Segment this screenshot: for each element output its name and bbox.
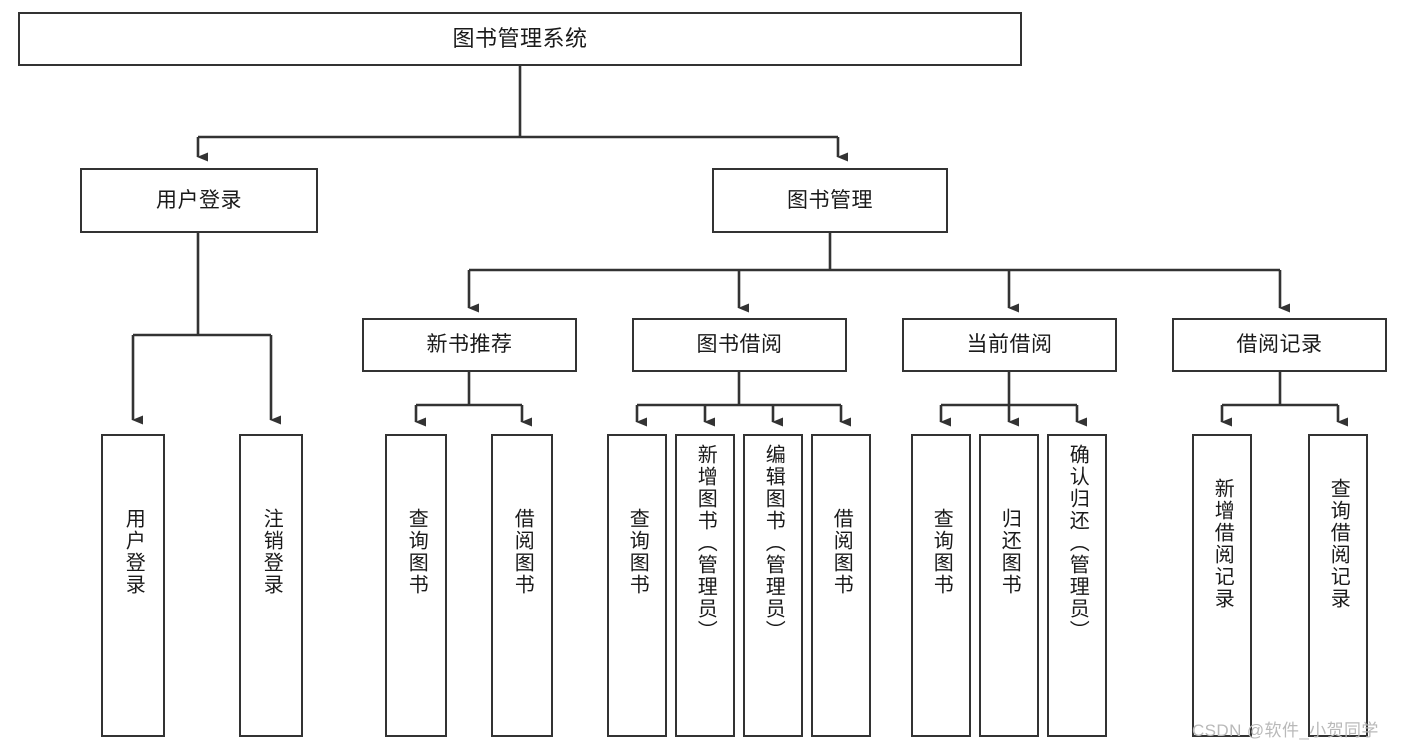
node-label: 借阅记录 <box>1236 333 1323 357</box>
node-book-borrow[interactable]: 图书借阅 <box>632 318 847 372</box>
leaf-label: 查询图书 <box>626 508 649 596</box>
node-label: 用户登录 <box>156 188 242 212</box>
leaf-query-book-newbook[interactable]: 查询图书 <box>385 434 447 737</box>
leaf-label: 确认归还（管理员） <box>1066 444 1089 642</box>
leaf-borrow-book-newbook[interactable]: 借阅图书 <box>491 434 553 737</box>
node-root-library-system[interactable]: 图书管理系统 <box>18 12 1022 66</box>
leaf-borrow-book[interactable]: 借阅图书 <box>811 434 871 737</box>
leaf-label: 查询图书 <box>405 508 428 596</box>
node-borrow-record[interactable]: 借阅记录 <box>1172 318 1387 372</box>
leaf-label: 用户登录 <box>122 508 145 596</box>
leaf-label: 新增借阅记录 <box>1211 478 1234 610</box>
leaf-logout[interactable]: 注销登录 <box>239 434 303 737</box>
leaf-label: 注销登录 <box>260 508 283 596</box>
node-label: 当前借阅 <box>966 333 1053 357</box>
leaf-label: 查询图书 <box>930 508 953 596</box>
leaf-label: 归还图书 <box>998 508 1021 596</box>
node-current-borrow[interactable]: 当前借阅 <box>902 318 1117 372</box>
leaf-query-borrow-record[interactable]: 查询借阅记录 <box>1308 434 1368 737</box>
node-label: 图书管理系统 <box>452 25 588 51</box>
csdn-watermark: CSDN @软件_小贺同学 <box>1192 721 1379 740</box>
leaf-label: 借阅图书 <box>511 508 534 596</box>
node-label: 新书推荐 <box>426 333 513 357</box>
leaf-confirm-return-admin[interactable]: 确认归还（管理员） <box>1047 434 1107 737</box>
node-user-login[interactable]: 用户登录 <box>80 168 318 233</box>
node-new-book-recommend[interactable]: 新书推荐 <box>362 318 577 372</box>
leaf-label: 新增图书（管理员） <box>694 444 717 642</box>
leaf-query-book-borrow[interactable]: 查询图书 <box>607 434 667 737</box>
leaf-return-book[interactable]: 归还图书 <box>979 434 1039 737</box>
leaf-label: 编辑图书（管理员） <box>762 444 785 642</box>
leaf-add-book-admin[interactable]: 新增图书（管理员） <box>675 434 735 737</box>
node-label: 图书管理 <box>787 188 873 212</box>
node-label: 图书借阅 <box>696 333 783 357</box>
leaf-label: 借阅图书 <box>830 508 853 596</box>
leaf-edit-book-admin[interactable]: 编辑图书（管理员） <box>743 434 803 737</box>
leaf-add-borrow-record[interactable]: 新增借阅记录 <box>1192 434 1252 737</box>
leaf-label: 查询借阅记录 <box>1327 478 1350 610</box>
leaf-query-book-current[interactable]: 查询图书 <box>911 434 971 737</box>
node-book-management[interactable]: 图书管理 <box>712 168 948 233</box>
leaf-user-login[interactable]: 用户登录 <box>101 434 165 737</box>
